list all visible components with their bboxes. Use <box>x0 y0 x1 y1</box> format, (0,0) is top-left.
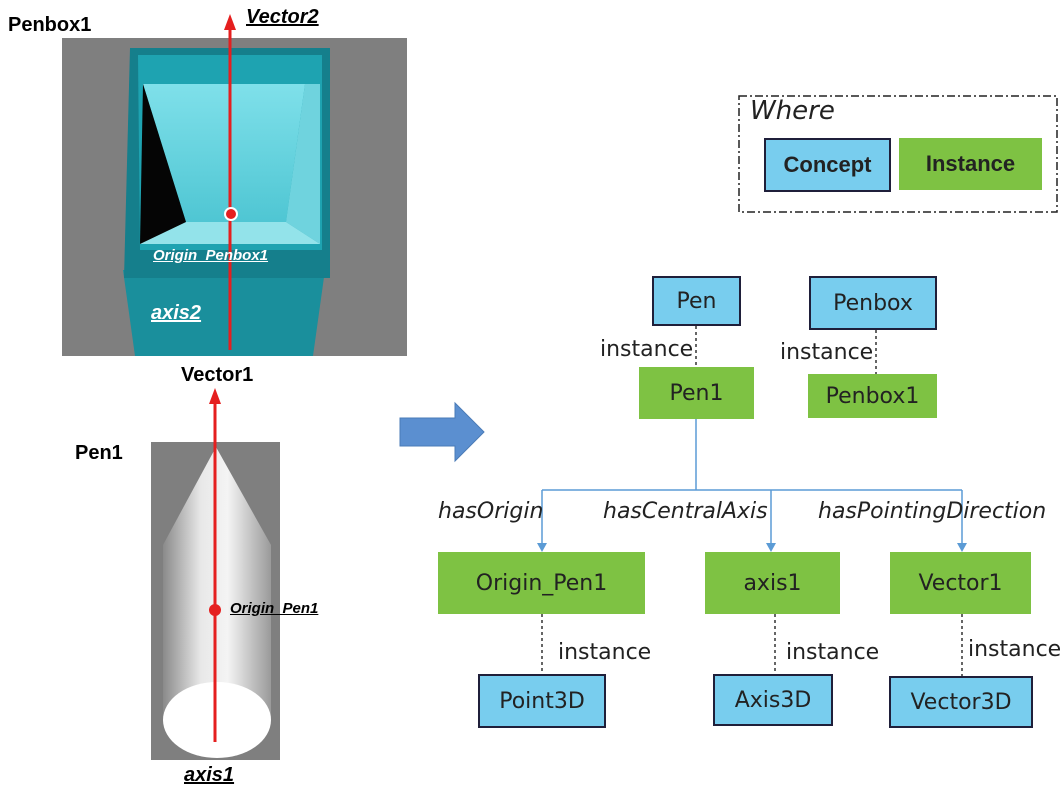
transform-arrow-icon <box>399 401 485 463</box>
instance-axis1: axis1 <box>705 552 840 614</box>
legend-concept-box: Concept <box>764 138 891 192</box>
relation-arrowheads <box>537 543 967 552</box>
legend-title: Where <box>750 96 835 126</box>
instance-label-axis3d: instance <box>786 640 880 665</box>
legend-border <box>738 95 1058 213</box>
instance-connectors <box>541 326 963 676</box>
relation-has-origin: hasOrigin <box>438 499 544 524</box>
legend-instance-box: Instance <box>899 138 1042 190</box>
pen-title: Pen1 <box>75 442 123 464</box>
penbox-title: Penbox1 <box>8 14 92 36</box>
axis2-label: axis2 <box>151 302 202 324</box>
instance-label-pen: instance <box>600 337 694 362</box>
axis1-label: axis1 <box>184 764 235 786</box>
instance-label-vector3d: instance <box>968 637 1062 662</box>
instance-label-point3d: instance <box>558 640 652 665</box>
penbox-rendering <box>62 38 407 356</box>
vector1-label: Vector1 <box>181 364 254 386</box>
relation-connectors <box>541 419 963 546</box>
instance-origin-pen1: Origin_Pen1 <box>438 552 645 614</box>
origin-penbox-label: Origin_Penbox1 <box>153 247 269 264</box>
instance-penbox1: Penbox1 <box>808 374 937 418</box>
instance-label-penbox: instance <box>780 340 874 365</box>
concept-vector3d: Vector3D <box>889 676 1033 728</box>
instance-vector1: Vector1 <box>890 552 1031 614</box>
concept-axis3d: Axis3D <box>713 674 833 726</box>
vector2-label: Vector2 <box>246 6 319 28</box>
relation-has-pointing-direction: hasPointingDirection <box>818 499 1047 524</box>
vector1-arrow <box>209 388 221 742</box>
concept-point3d: Point3D <box>478 674 606 728</box>
concept-pen: Pen <box>652 276 741 326</box>
instance-pen1: Pen1 <box>639 367 754 419</box>
relation-has-central-axis: hasCentralAxis <box>603 499 768 524</box>
origin-pen-label: Origin_Pen1 <box>230 600 319 617</box>
concept-penbox: Penbox <box>809 276 937 330</box>
vector2-arrow <box>224 14 238 350</box>
